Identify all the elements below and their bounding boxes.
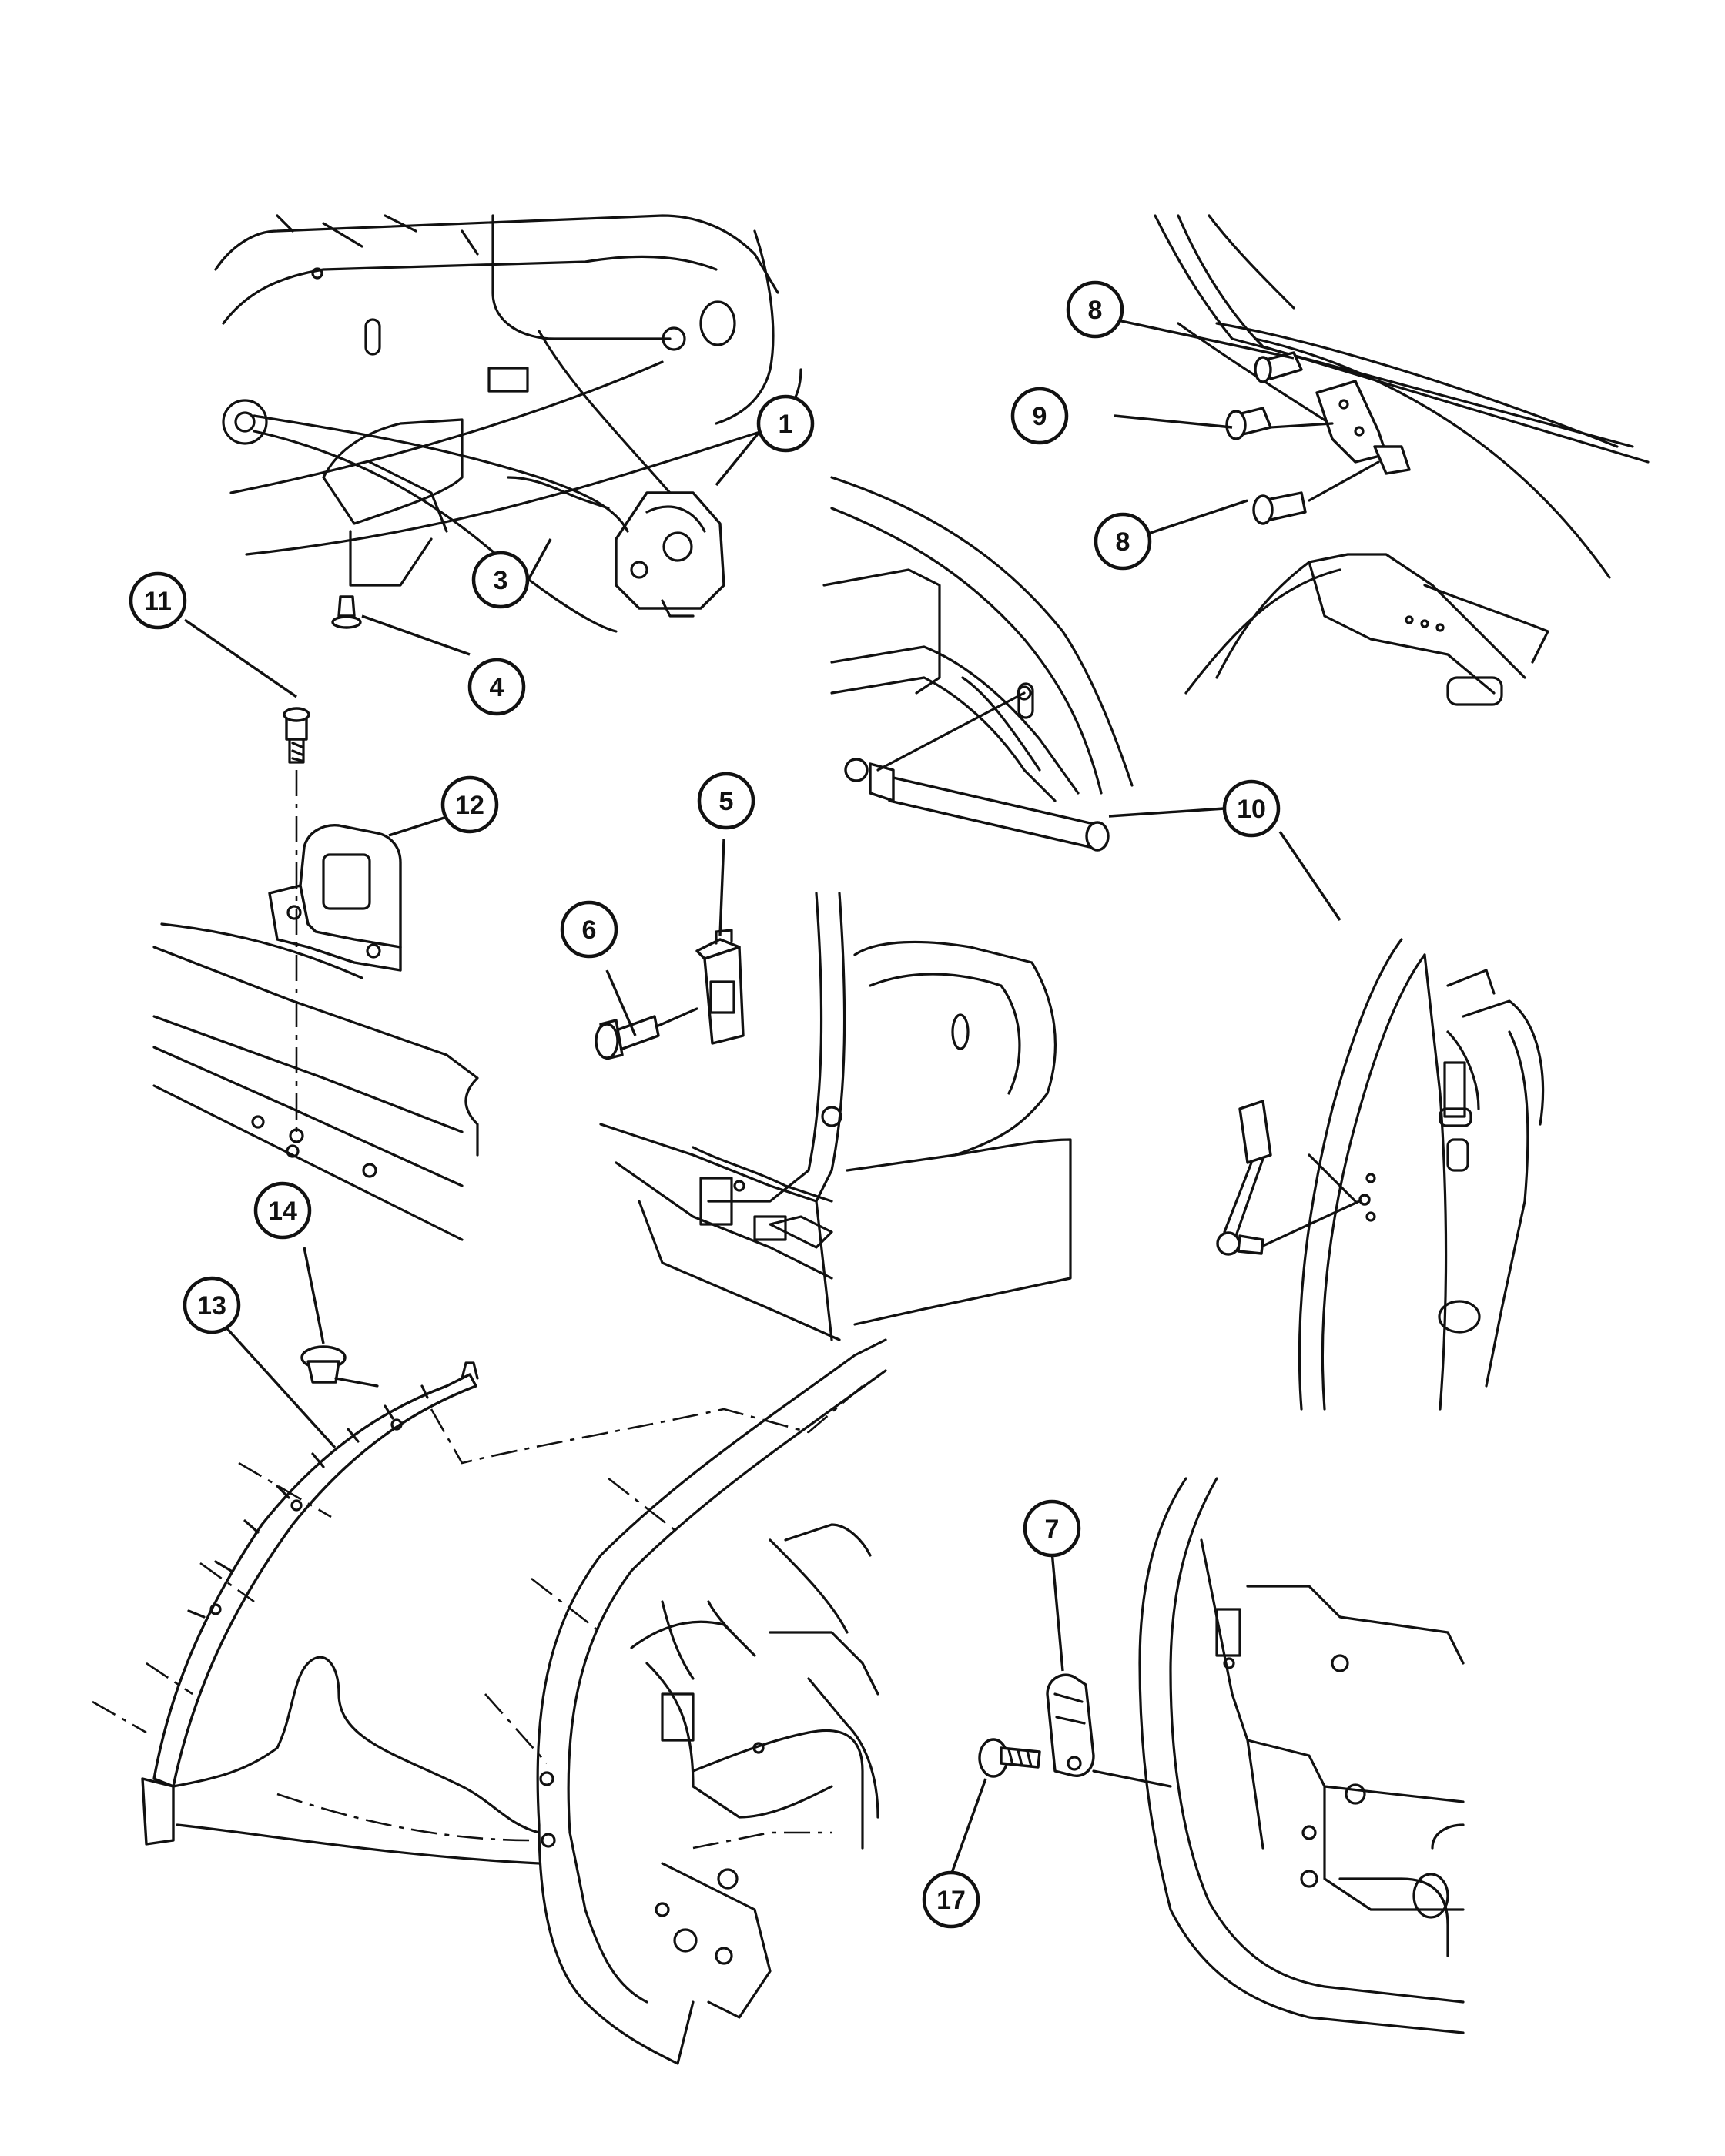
callout-10-label: 10 — [1237, 795, 1266, 824]
callout-1: 1 — [756, 394, 815, 453]
callout-17-label: 17 — [936, 1886, 966, 1915]
callout-12-label: 12 — [455, 791, 484, 820]
callout-14-label: 14 — [268, 1197, 297, 1226]
callout-8-bottom-label: 8 — [1116, 527, 1130, 557]
callout-4: 4 — [467, 658, 526, 716]
hinge-assembly-view — [1154, 214, 1650, 706]
callout-13: 13 — [183, 1276, 241, 1334]
callout-9-label: 9 — [1033, 402, 1047, 431]
callout-3: 3 — [471, 551, 530, 609]
callout-8-bottom: 8 — [1094, 512, 1152, 571]
latch-assembly-view — [214, 214, 802, 633]
callout-6: 6 — [560, 900, 618, 959]
leader-lines — [184, 318, 1341, 1876]
bottom-bracket-view — [978, 1477, 1465, 2034]
callout-4-label: 4 — [490, 673, 504, 702]
callout-5-label: 5 — [719, 787, 734, 816]
strut-mounted-view — [1216, 938, 1545, 1411]
bracket-view — [152, 707, 479, 1241]
callout-8-top-label: 8 — [1088, 296, 1103, 325]
callout-13-label: 13 — [197, 1291, 226, 1321]
callout-1-label: 1 — [779, 410, 793, 439]
callout-6-label: 6 — [582, 916, 597, 945]
opening-strut-view — [822, 476, 1134, 852]
module-view — [595, 892, 1072, 1341]
callout-7-label: 7 — [1045, 1515, 1060, 1544]
callout-7: 7 — [1023, 1499, 1081, 1558]
callout-3-label: 3 — [494, 566, 508, 595]
callout-12: 12 — [440, 775, 499, 834]
callout-10: 10 — [1222, 779, 1281, 838]
callout-11: 11 — [129, 571, 187, 630]
callout-14: 14 — [253, 1181, 312, 1240]
curtain-airbag-view — [92, 1338, 887, 2065]
callout-9: 9 — [1010, 387, 1069, 445]
callout-11-label: 11 — [144, 587, 172, 616]
callout-17: 17 — [922, 1870, 980, 1929]
callout-5: 5 — [697, 772, 755, 830]
callout-8-top: 8 — [1066, 280, 1124, 339]
